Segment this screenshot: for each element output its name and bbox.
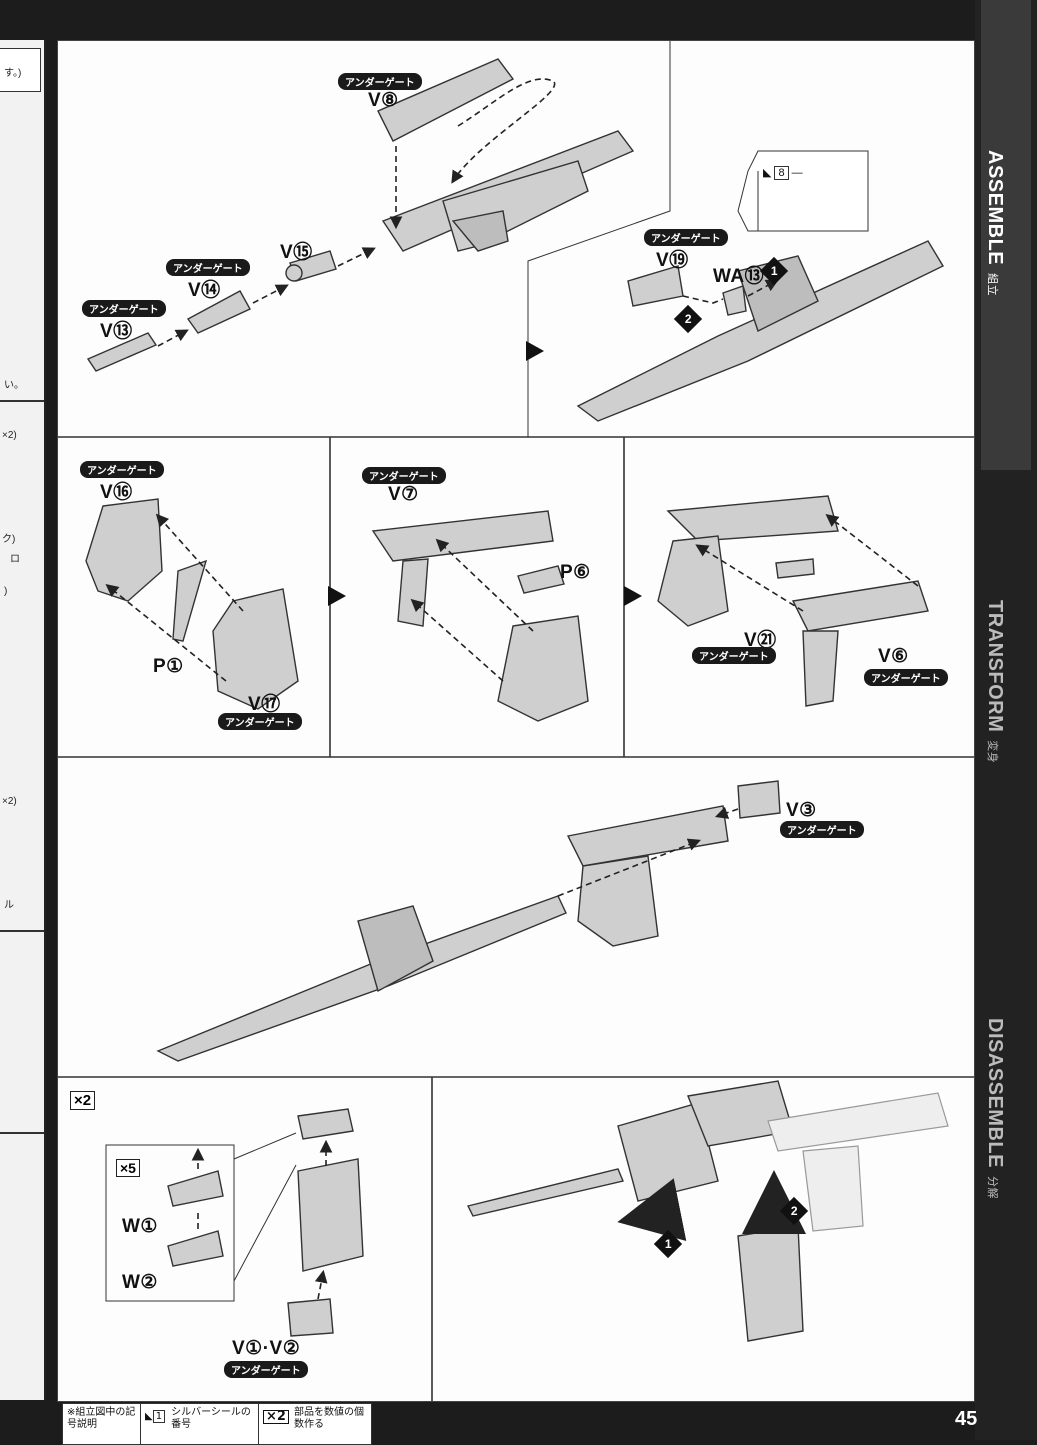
instruction-page: アンダーゲート V⑧ V⑮ アンダーゲート V⑭ アンダーゲート V⑬ アンダー…	[57, 40, 975, 1402]
part-label: V⑲	[656, 250, 689, 271]
rifle-final-assembly	[156, 780, 781, 1062]
adjacent-text-fragment: ×2)	[2, 796, 17, 807]
adjacent-text-fragment: ロ	[10, 554, 20, 565]
part-label: P⑥	[560, 562, 591, 583]
adjacent-page-strip: す。) い。 ×2) ク) ロ ) ×2) ル	[0, 40, 46, 1400]
grip-assembly	[85, 495, 929, 722]
assembly-illustrations	[58, 41, 974, 1401]
part-label: P①	[153, 656, 184, 677]
adjacent-text-fragment: ル	[4, 900, 14, 911]
disassemble-tab-label: DISASSEMBLE分解	[984, 1018, 1006, 1199]
legend-sticker-text: シルバーシールの番号	[171, 1407, 251, 1430]
gate-label: アンダーゲート	[80, 461, 164, 478]
gate-label: アンダーゲート	[644, 229, 728, 246]
adjacent-note-box	[0, 48, 41, 92]
transform-tab-label: TRANSFORM変身	[984, 600, 1006, 764]
part-label: V①·V②	[232, 1338, 301, 1359]
adjacent-text-fragment: ×2)	[2, 430, 17, 441]
rifle-barrel-assembly	[86, 58, 944, 422]
quantity-multiplier: ×2	[70, 1091, 96, 1110]
gate-label: アンダーゲート	[692, 647, 776, 664]
sticker-number: 8	[774, 166, 789, 180]
legend-sticker: ◣1 シルバーシールの番号	[140, 1403, 260, 1445]
adjacent-divider	[0, 1132, 44, 1134]
step-marker: 2	[673, 304, 703, 334]
part-label: V⑮	[280, 242, 313, 263]
part-label: V⑧	[368, 90, 399, 111]
sticker-icon: ◣1	[145, 1410, 166, 1423]
part-label: WA⑬	[713, 266, 765, 287]
gate-label: アンダーゲート	[780, 821, 864, 838]
adjacent-text-fragment: )	[4, 586, 8, 597]
part-label: V㉑	[744, 630, 777, 651]
part-label: W①	[122, 1216, 158, 1237]
step-marker: 1	[653, 1229, 683, 1259]
gate-label: アンダーゲート	[338, 73, 422, 90]
section-sidebar: ASSEMBLE組立 TRANSFORM変身 DISASSEMBLE分解	[975, 0, 1037, 1440]
multiple-icon: ×2	[263, 1410, 289, 1424]
gate-label: アンダーゲート	[864, 669, 948, 686]
adjacent-text-fragment: い。	[4, 380, 24, 391]
assemble-tab-band	[981, 0, 1031, 470]
part-label: V⑯	[100, 482, 133, 503]
part-label: V⑭	[188, 280, 221, 301]
assemble-tab-label: ASSEMBLE組立	[984, 150, 1006, 297]
gate-label: アンダーゲート	[224, 1361, 308, 1378]
legend-multiple-text: 部品を数値の個数作る	[293, 1407, 364, 1430]
page-number: 45	[955, 1408, 978, 1430]
legend-multiple: ×2 部品を数値の個数作る	[258, 1403, 372, 1445]
magazine-assembly	[167, 1080, 804, 1342]
part-label: V⑥	[878, 646, 909, 667]
gate-label: アンダーゲート	[218, 713, 302, 730]
legend-title: ※組立図中の記号説明	[62, 1403, 142, 1445]
gate-label: アンダーゲート	[82, 300, 166, 317]
step-marker: 1	[759, 256, 789, 286]
part-label: V③	[786, 800, 817, 821]
part-label: V⑰	[248, 694, 281, 715]
part-label: V⑦	[388, 484, 419, 505]
sticker-callout: ◣8 —	[763, 166, 803, 180]
part-label: V⑬	[100, 321, 133, 342]
adjacent-text-fragment: す。)	[4, 68, 22, 79]
quantity-multiplier: ×5	[116, 1159, 140, 1177]
gate-label: アンダーゲート	[362, 467, 446, 484]
gate-label: アンダーゲート	[166, 259, 250, 276]
adjacent-divider	[0, 400, 44, 402]
part-label: W②	[122, 1272, 158, 1293]
adjacent-text-fragment: ク)	[2, 534, 16, 545]
step-marker: 2	[779, 1196, 809, 1226]
adjacent-divider	[0, 930, 44, 932]
